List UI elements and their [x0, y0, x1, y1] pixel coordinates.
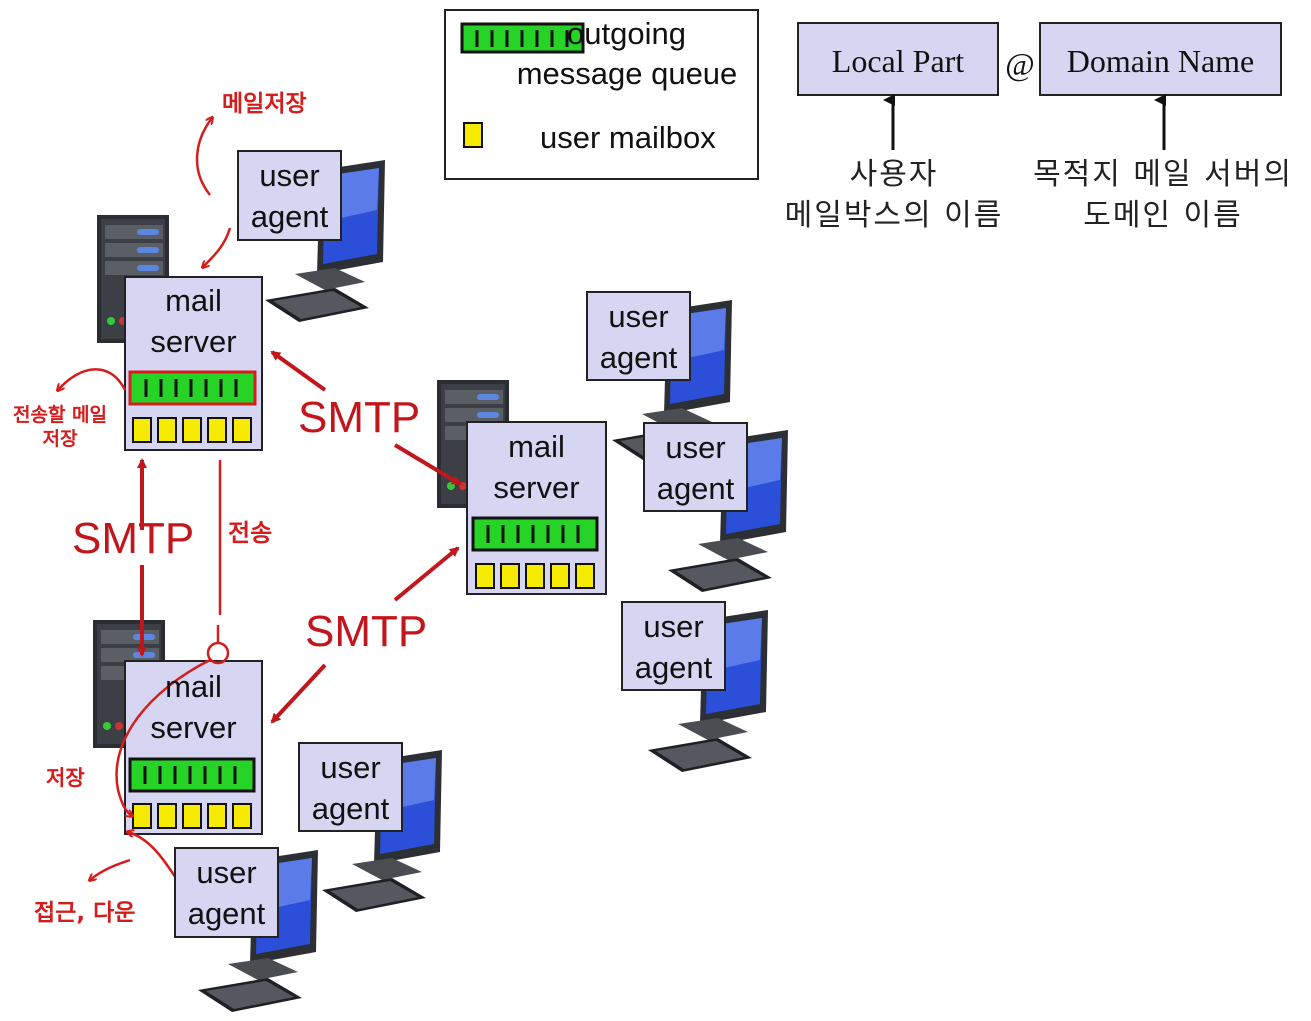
legend-queue-icon	[460, 22, 585, 54]
domain-desc-line1: 목적지 메일 서버의	[1033, 157, 1293, 192]
user-agent-6: user agent	[174, 847, 279, 938]
annotation-store-mail: 메일저장	[222, 91, 307, 117]
annotation-store-outgoing: 전송할 메일 저장	[2, 403, 118, 451]
annotation-send: 전송	[228, 519, 273, 547]
user-agent-2-line1: user	[608, 299, 669, 334]
annotation-store: 저장	[46, 766, 85, 790]
mail-server-bottom-line2: server	[150, 710, 237, 745]
domain-description: 목적지 메일 서버의 도메인 이름	[1015, 154, 1311, 236]
legend	[444, 9, 759, 180]
smtp-label-upper: SMTP	[298, 393, 421, 442]
local-part-description: 사용자 메일박스의 이름	[760, 154, 1028, 236]
smtp-label-lower: SMTP	[305, 607, 428, 656]
annotation-access-download: 접근, 다운	[34, 900, 136, 926]
local-part-label: Local Part	[831, 43, 965, 79]
smtp-arrows	[137, 350, 462, 724]
mail-server-top-label: mail server	[125, 280, 262, 362]
user-agent-2: user agent	[586, 291, 691, 381]
user-agent-1-line1: user	[259, 158, 320, 193]
smtp-label-left: SMTP	[72, 514, 195, 563]
mail-server-top-line2: server	[150, 324, 237, 359]
mail-server-mid-line1: mail	[508, 429, 565, 464]
local-desc-line1: 사용자	[849, 157, 939, 192]
mail-server-mid-label: mail server	[467, 426, 606, 508]
local-desc-line2: 메일박스의 이름	[784, 198, 1004, 233]
user-agent-5: user agent	[298, 742, 403, 832]
annotation-store-outgoing-line1: 전송할 메일	[12, 404, 107, 426]
user-agent-3: user agent	[643, 422, 748, 512]
user-agent-6-line1: user	[196, 855, 257, 890]
legend-queue-label-line2: message queue	[516, 56, 738, 91]
legend-queue-label: outgoing message queue	[497, 14, 757, 94]
domain-desc-line2: 도메인 이름	[1083, 198, 1243, 233]
annotation-store-outgoing-line2: 저장	[42, 428, 78, 450]
user-agent-1: user agent	[237, 150, 342, 241]
user-agent-1-line2: agent	[250, 199, 329, 234]
at-sign: @	[1005, 46, 1035, 82]
user-agent-5-line1: user	[320, 750, 381, 785]
user-agent-4-line1: user	[643, 609, 704, 644]
domain-name-label: Domain Name	[1066, 43, 1255, 79]
address-format	[797, 22, 1282, 150]
user-agent-3-line2: agent	[656, 471, 735, 506]
user-agent-5-line2: agent	[311, 791, 390, 826]
mail-server-bottom	[124, 660, 263, 835]
mail-server-mid	[466, 421, 607, 595]
mail-server-bottom-line1: mail	[165, 669, 222, 704]
legend-mailbox-icon	[463, 122, 483, 148]
user-agent-3-line1: user	[665, 430, 726, 465]
user-agent-6-line2: agent	[187, 896, 266, 931]
mail-server-top-line1: mail	[165, 283, 222, 318]
mail-server-bottom-label: mail server	[125, 666, 262, 748]
legend-mailbox-label: user mailbox	[540, 120, 716, 155]
mail-server-top	[124, 276, 263, 451]
legend-queue-label-line1: outgoing	[567, 16, 686, 51]
user-agent-2-line2: agent	[599, 340, 678, 375]
user-agent-4-line2: agent	[634, 650, 713, 685]
user-agent-4: user agent	[621, 601, 726, 691]
mail-server-mid-line2: server	[493, 470, 580, 505]
